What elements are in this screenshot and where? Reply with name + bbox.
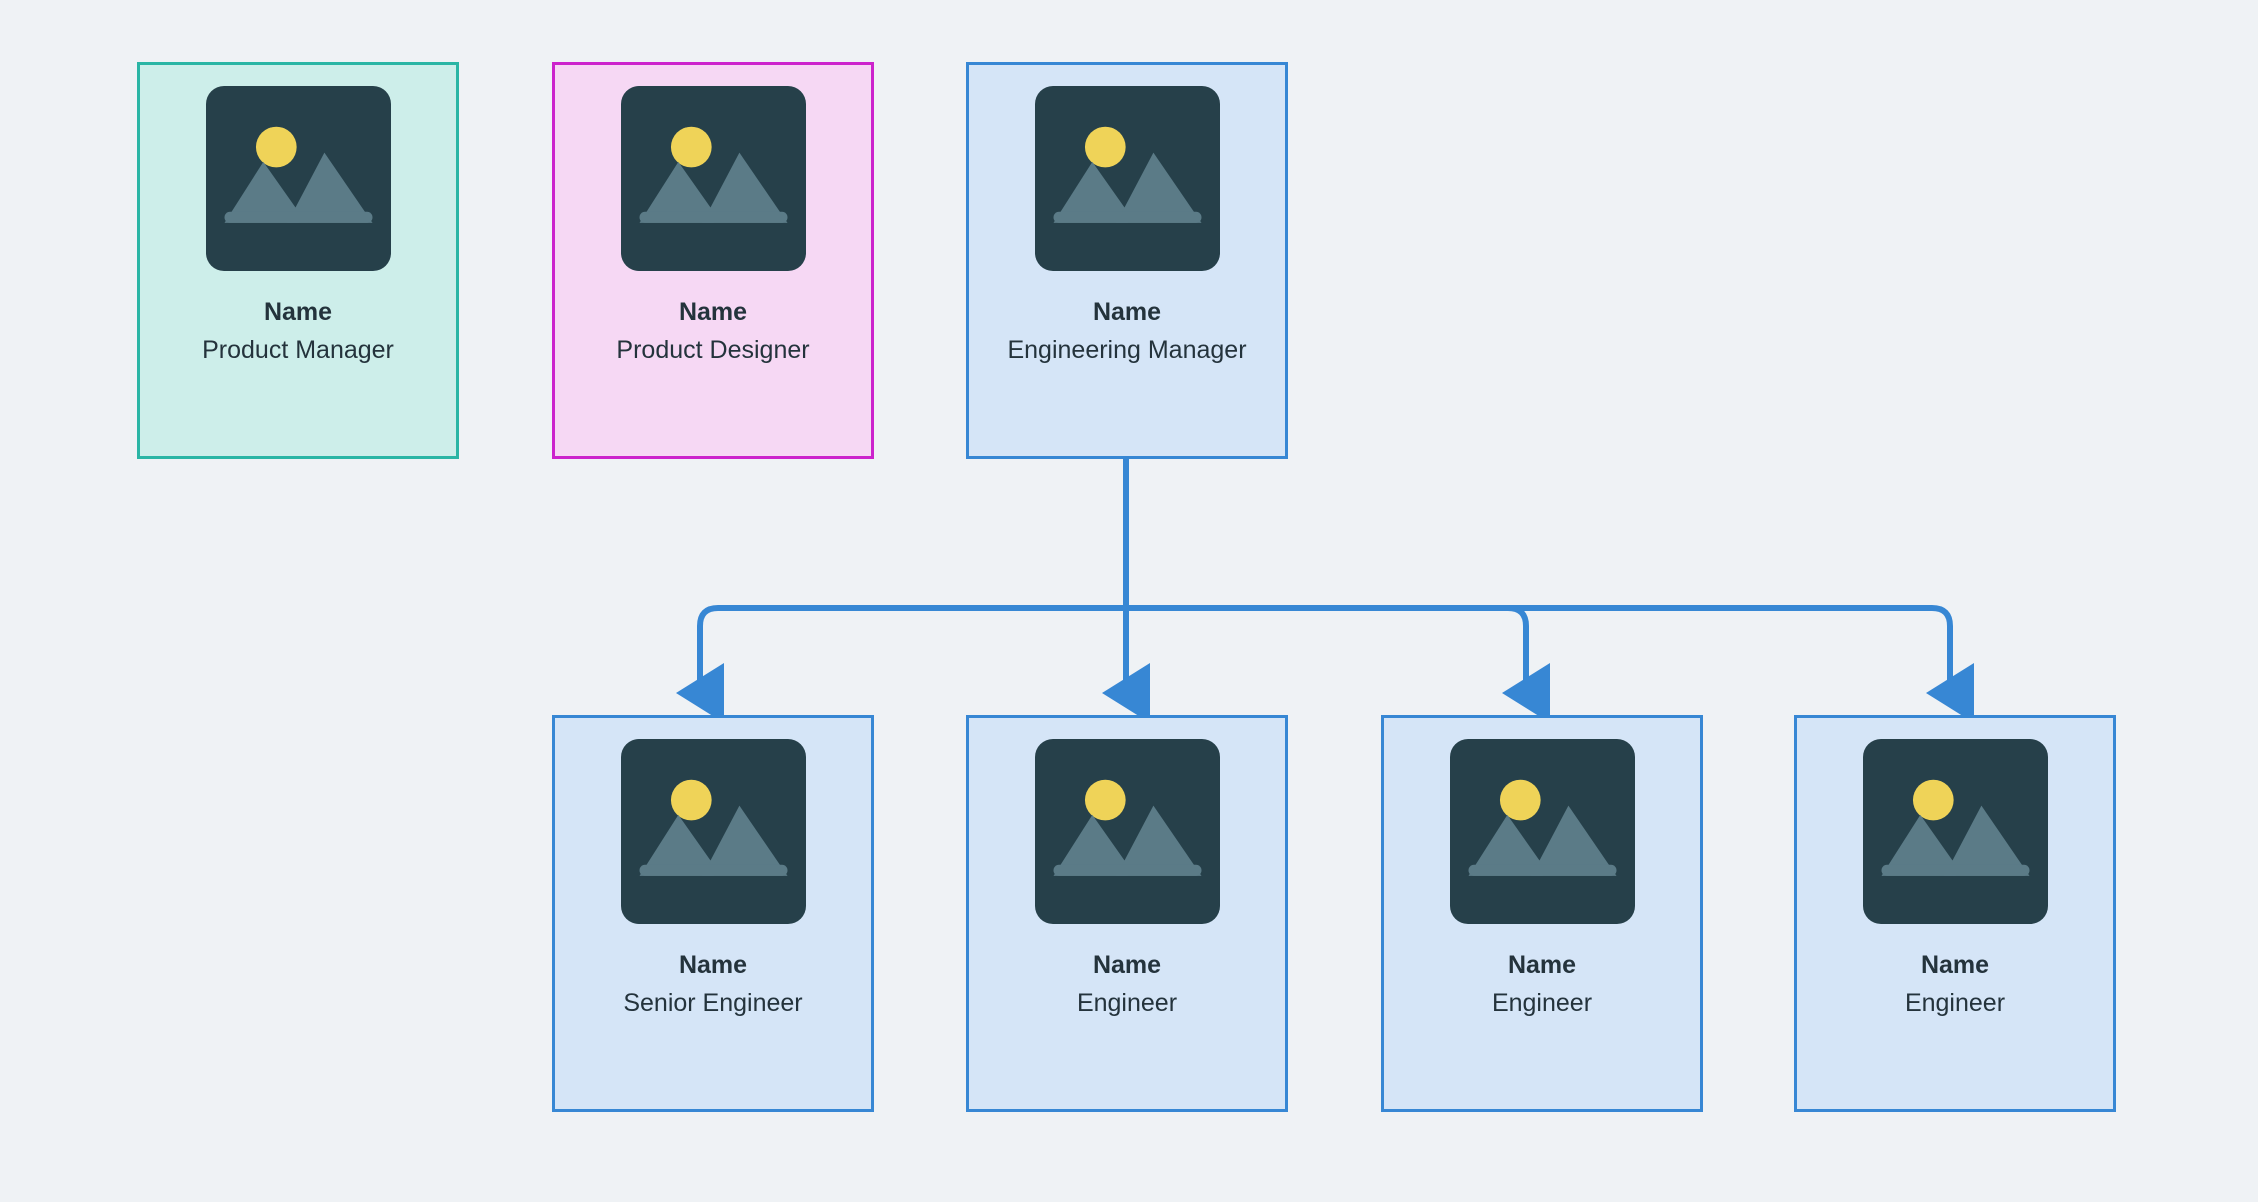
org-node-name-senior-engineer: Name <box>678 951 748 979</box>
org-node-name-engineer-1: Name <box>1092 951 1162 979</box>
org-node-engineer-3[interactable]: Name Engineer <box>1794 715 2116 1112</box>
image-placeholder-icon <box>1034 86 1220 271</box>
image-placeholder-icon <box>1449 739 1635 924</box>
org-node-role-engineer-1: Engineer <box>1076 988 1178 1017</box>
org-node-engineer-2[interactable]: Name Engineer <box>1381 715 1703 1112</box>
org-node-engineering-manager[interactable]: Name Engineering Manager <box>966 62 1288 459</box>
connector-edge <box>1926 605 1974 723</box>
org-node-role-senior-engineer: Senior Engineer <box>623 988 803 1017</box>
org-node-role-engineer-2: Engineer <box>1491 988 1593 1017</box>
image-placeholder-icon <box>1034 739 1220 924</box>
org-node-role-engineering-manager: Engineering Manager <box>1007 335 1247 364</box>
org-node-name-engineer-3: Name <box>1920 951 1990 979</box>
org-node-senior-engineer[interactable]: Name Senior Engineer <box>552 715 874 1112</box>
org-node-name-product-manager: Name <box>263 298 333 326</box>
image-placeholder-icon <box>1862 739 2048 924</box>
org-node-name-engineer-2: Name <box>1507 951 1577 979</box>
org-node-role-product-designer: Product Designer <box>616 335 810 364</box>
image-placeholder-icon <box>620 739 806 924</box>
org-node-name-engineering-manager: Name <box>1092 298 1162 326</box>
org-node-name-product-designer: Name <box>678 298 748 326</box>
org-node-engineer-1[interactable]: Name Engineer <box>966 715 1288 1112</box>
connector-edge <box>1502 605 1550 723</box>
image-placeholder-icon <box>205 86 391 271</box>
image-placeholder-icon <box>620 86 806 271</box>
org-node-product-designer[interactable]: Name Product Designer <box>552 62 874 459</box>
org-node-product-manager[interactable]: Name Product Manager <box>137 62 459 459</box>
org-node-role-product-manager: Product Manager <box>202 335 394 364</box>
org-node-role-engineer-3: Engineer <box>1904 988 2006 1017</box>
connector-edge <box>676 605 724 723</box>
